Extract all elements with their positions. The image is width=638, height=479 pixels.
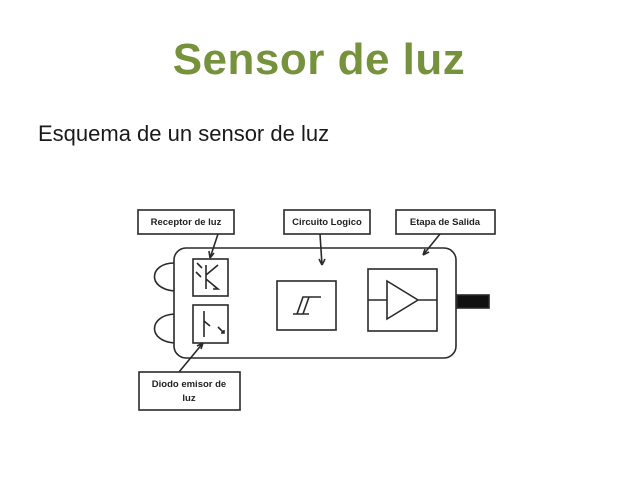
output-connector	[456, 294, 490, 309]
phototransistor-symbol	[205, 264, 221, 290]
upper-lobe	[153, 262, 175, 292]
etapa-pointer	[422, 233, 441, 256]
diodo-label-line2: luz	[182, 393, 195, 404]
hysteresis-symbol	[293, 296, 321, 315]
phototransistor-box	[192, 258, 229, 297]
receptor-label: Receptor de luz	[151, 217, 222, 228]
diode-symbol	[203, 311, 225, 337]
diode-box	[192, 304, 229, 344]
receptor-label-box	[137, 209, 235, 235]
amplifier-symbol	[368, 279, 437, 321]
etapa-label: Etapa de Salida	[410, 217, 481, 228]
circuito-pointer	[318, 233, 326, 266]
circuito-label-box	[283, 209, 371, 235]
diodo-label-box	[138, 371, 241, 411]
diodo-label-line1: Diodo emisor de	[152, 379, 226, 390]
light-arrows-in	[195, 262, 203, 278]
slide-subtitle: Esquema de un sensor de luz	[38, 121, 330, 146]
diodo-pointer	[178, 342, 204, 373]
etapa-label-box	[395, 209, 496, 235]
sensor-housing	[173, 247, 457, 359]
circuito-label: Circuito Logico	[292, 217, 362, 228]
slide-title: Sensor de luz	[172, 35, 466, 84]
receptor-pointer	[208, 233, 219, 259]
lower-lobe	[153, 313, 175, 344]
logic-circuit-box	[276, 280, 337, 331]
